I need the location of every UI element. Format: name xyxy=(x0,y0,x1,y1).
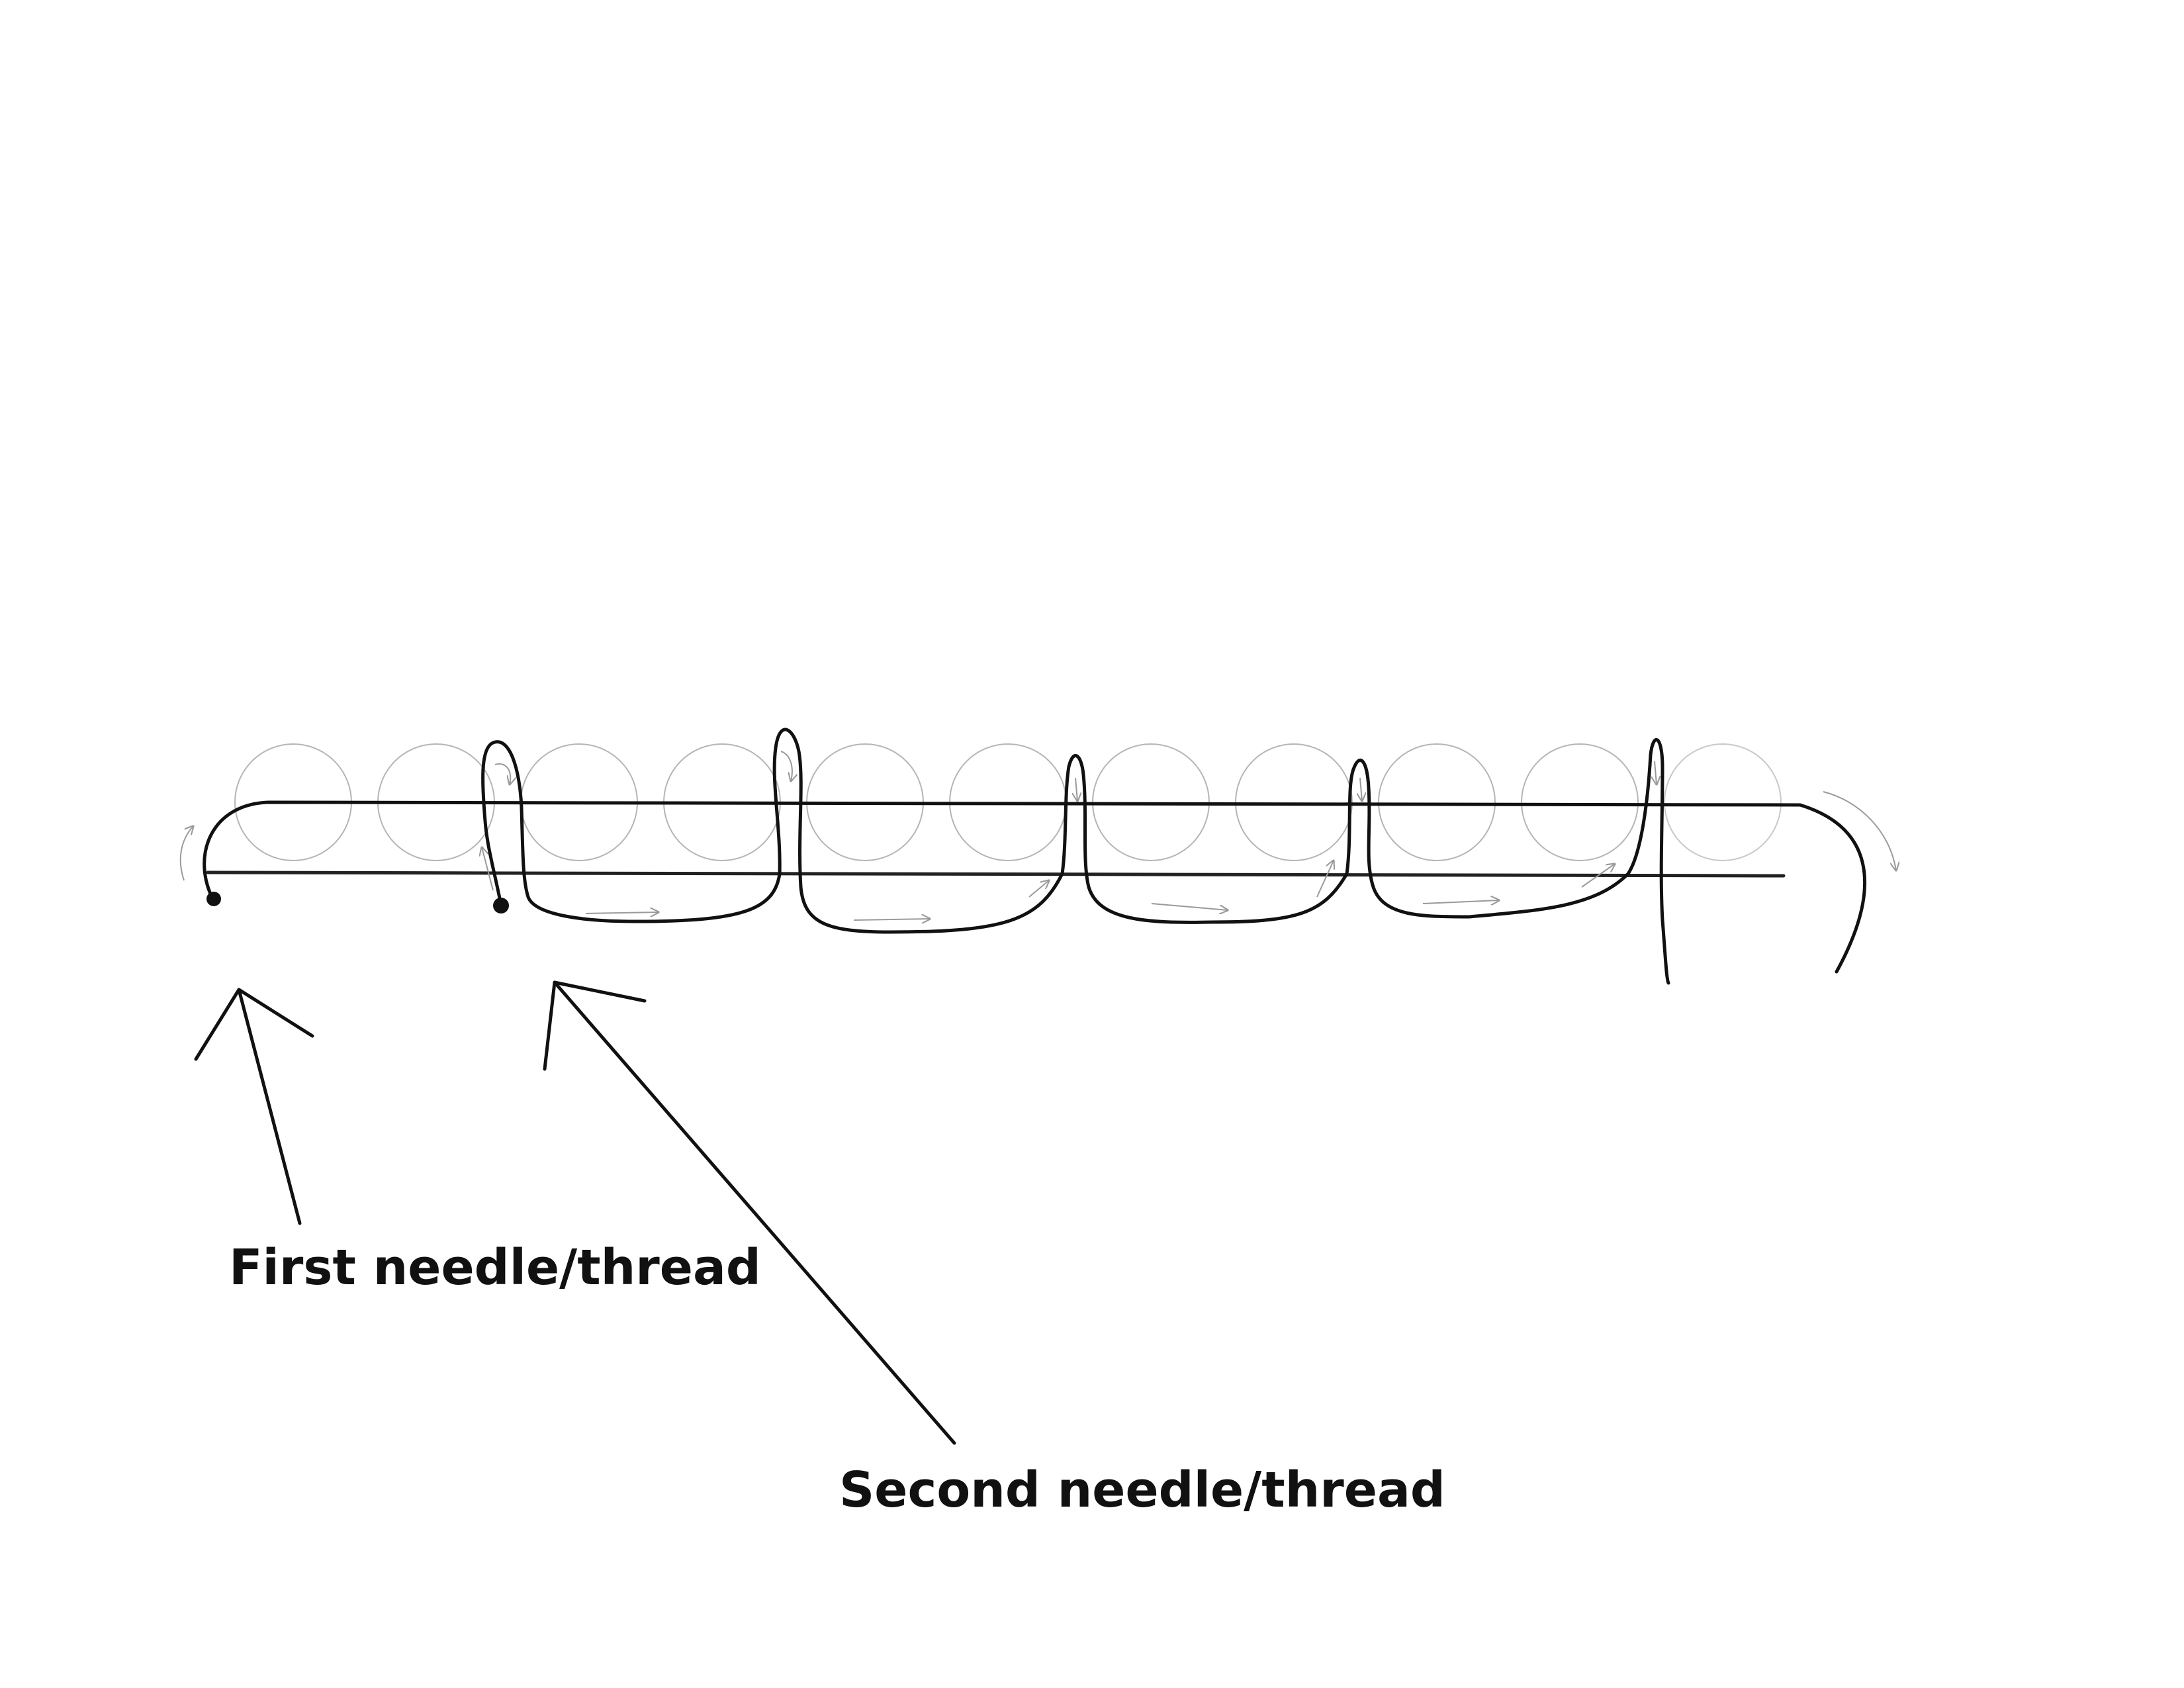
direction-arrow xyxy=(1316,861,1334,898)
second-thread-line xyxy=(206,870,1786,878)
bead xyxy=(1378,743,1496,861)
direction-arrow xyxy=(1655,761,1657,784)
direction-arrow xyxy=(1823,791,1896,870)
direction-arrow xyxy=(585,912,659,914)
direction-arrows xyxy=(179,751,1896,920)
direction-arrow xyxy=(853,919,930,920)
direction-arrow xyxy=(1360,777,1362,801)
pointer-arrow-first xyxy=(194,988,314,1225)
first-thread xyxy=(203,800,1866,974)
stitch-loops xyxy=(481,727,1670,985)
bead xyxy=(1664,743,1782,861)
first-needle-label: First needle/thread xyxy=(229,1239,761,1296)
direction-arrow xyxy=(1422,900,1499,904)
direction-arrow xyxy=(1075,777,1077,801)
bead xyxy=(1521,743,1639,861)
first-thread-end-dot xyxy=(206,892,221,906)
direction-arrow xyxy=(179,826,193,881)
direction-arrow xyxy=(494,763,510,784)
second-thread-end-dot xyxy=(493,898,509,914)
direction-arrow xyxy=(1151,903,1228,910)
direction-arrow xyxy=(482,847,494,891)
pointer-arrow-second xyxy=(543,980,956,1445)
direction-arrow xyxy=(1581,864,1615,888)
bead xyxy=(1235,743,1353,861)
second-needle-label: Second needle/thread xyxy=(839,1462,1445,1519)
direction-arrow xyxy=(780,751,792,781)
direction-arrow xyxy=(1028,880,1049,898)
